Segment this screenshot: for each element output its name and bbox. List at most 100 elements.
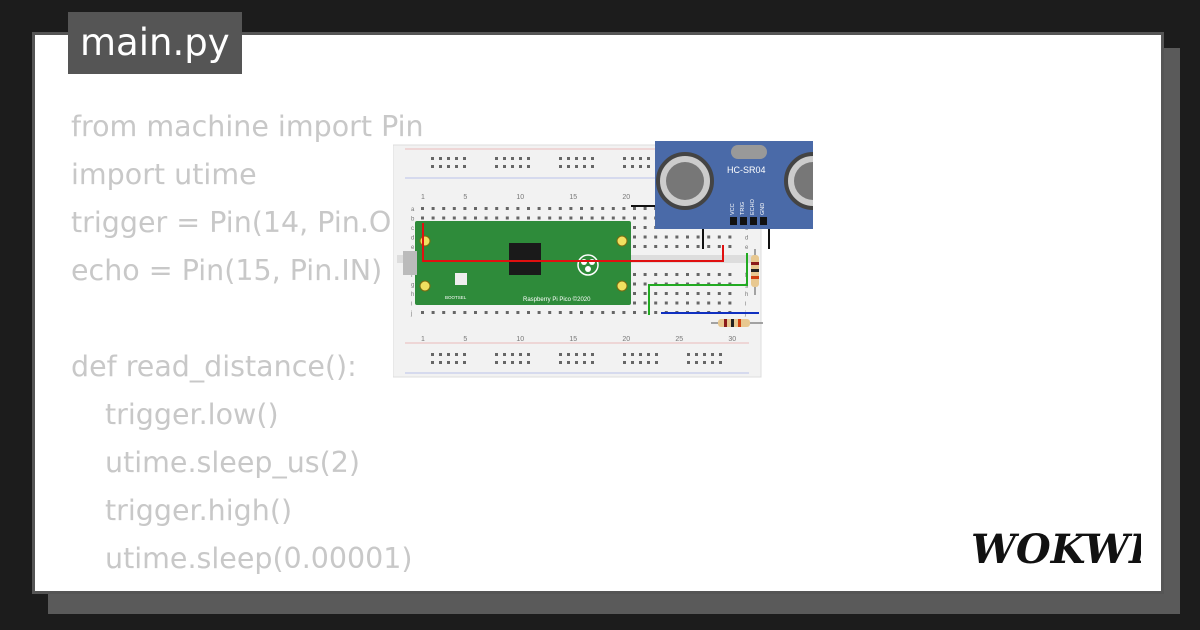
sensor-label: HC-SR04 (727, 165, 766, 175)
breadboard-hole (675, 235, 679, 239)
breadboard-hole (639, 361, 642, 364)
breadboard-hole (686, 292, 689, 295)
breadboard-hole (567, 361, 570, 364)
breadboard-hole (463, 311, 467, 314)
breadboard-hole (623, 361, 626, 364)
breadboard-hole (719, 361, 722, 364)
breadboard-hole (527, 216, 530, 220)
sensor-pin (740, 217, 747, 225)
breadboard-hole (611, 311, 615, 314)
breadboard-hole (583, 361, 586, 364)
row-letter: g (411, 283, 414, 289)
breadboard-hole (695, 353, 698, 356)
code-line: from machine import Pin (71, 110, 424, 143)
row-letter: j (410, 311, 412, 317)
breadboard-hole (505, 207, 509, 210)
breadboard-hole (567, 353, 570, 356)
breadboard-hole (439, 165, 442, 168)
breadboard-hole (590, 207, 594, 210)
breadboard-hole (474, 207, 477, 210)
breadboard-hole (495, 165, 498, 168)
breadboard-hole (455, 361, 458, 364)
breadboard-hole (567, 165, 570, 168)
breadboard-hole (527, 207, 530, 210)
breadboard-hole (728, 245, 732, 248)
breadboard-hole (654, 245, 658, 248)
breadboard-hole (633, 292, 636, 295)
breadboard-hole (717, 235, 721, 239)
breadboard-hole (686, 245, 689, 248)
breadboard-hole (623, 353, 626, 356)
file-tab[interactable]: main.py (68, 12, 242, 74)
breadboard-hole (431, 216, 435, 220)
bootsel-button (455, 273, 467, 285)
breadboard-hole (442, 216, 446, 220)
breadboard-hole (664, 235, 668, 239)
breadboard-hole (527, 157, 530, 160)
breadboard-hole (643, 311, 647, 314)
breadboard-hole (495, 157, 498, 160)
sensor-pin (750, 217, 757, 225)
circuit-diagram[interactable]: 115510101515202025253030 aabbccddeeffggh… (393, 105, 813, 405)
sensor-pin-label: GND (760, 203, 766, 215)
breadboard-hole (611, 207, 615, 210)
column-number: 10 (516, 194, 524, 201)
breadboard-hole (711, 361, 714, 364)
breadboard-hole (569, 216, 573, 220)
breadboard-hole (591, 165, 594, 168)
breadboard-hole (484, 207, 488, 210)
breadboard-hole (431, 353, 434, 356)
breadboard-hole (728, 292, 732, 295)
breadboard-hole (633, 235, 636, 239)
breadboard-hole (537, 216, 541, 220)
breadboard-hole (463, 361, 466, 364)
column-number: 20 (622, 336, 630, 343)
breadboard-hole (654, 273, 658, 276)
breadboard-hole (580, 207, 583, 210)
breadboard-hole (717, 273, 721, 276)
column-number: 5 (463, 194, 467, 201)
breadboard-hole (463, 165, 466, 168)
breadboard-hole (696, 273, 700, 276)
breadboard-hole (455, 157, 458, 160)
breadboard-hole (707, 235, 711, 239)
breadboard-hole (431, 165, 434, 168)
breadboard-hole (495, 361, 498, 364)
breadboard-hole (655, 361, 658, 364)
row-letter: e (411, 245, 415, 251)
sensor-pin-label: ECHO (750, 198, 756, 215)
breadboard-hole (452, 311, 456, 314)
breadboard-hole (696, 301, 700, 305)
breadboard-hole (519, 165, 522, 168)
breadboard-hole (590, 216, 594, 220)
breadboard-hole (647, 157, 650, 160)
row-letter: d (745, 236, 748, 242)
breadboard-hole (442, 311, 446, 314)
breadboard-hole (559, 157, 562, 160)
breadboard-hole (567, 157, 570, 160)
column-number: 25 (675, 336, 683, 343)
code-line: echo = Pin(15, Pin.IN) (71, 254, 383, 287)
column-number: 10 (516, 336, 524, 343)
breadboard-hole (643, 216, 647, 220)
breadboard-hole (675, 245, 679, 248)
breadboard-hole (633, 311, 636, 314)
breadboard-hole (503, 353, 506, 356)
breadboard-hole (463, 216, 467, 220)
breadboard-hole (421, 207, 424, 210)
breadboard-hole (622, 311, 626, 314)
breadboard-hole (548, 311, 552, 314)
breadboard-hole (463, 157, 466, 160)
breadboard-hole (447, 157, 450, 160)
breadboard-hole (717, 245, 721, 248)
breadboard-hole (643, 301, 647, 305)
breadboard-hole (647, 361, 650, 364)
breadboard-hole (575, 353, 578, 356)
breadboard-hole (707, 292, 711, 295)
breadboard-hole (631, 353, 634, 356)
row-letter: d (411, 236, 414, 242)
breadboard-hole (687, 361, 690, 364)
breadboard-hole (583, 165, 586, 168)
